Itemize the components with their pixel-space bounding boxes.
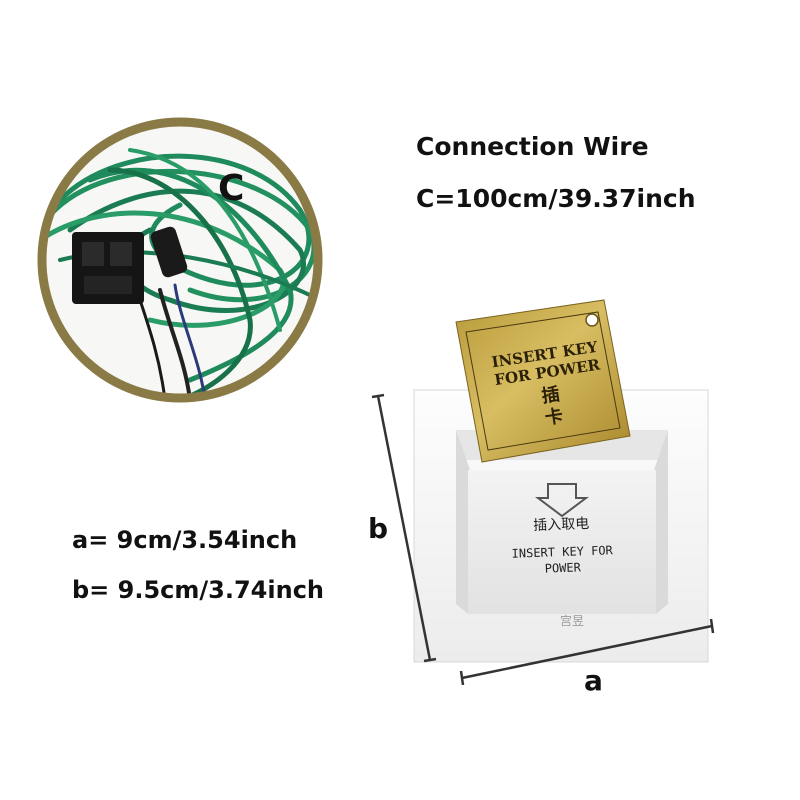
dimension-a-line <box>461 624 713 680</box>
connection-wire-length: C=100cm/39.37inch <box>416 184 696 213</box>
dimension-a-label: a <box>584 664 603 697</box>
card-hole-icon <box>585 313 599 327</box>
connection-wire-title: Connection Wire <box>416 132 649 161</box>
dimension-b-label: b <box>368 512 389 545</box>
switch-face <box>468 470 656 614</box>
cable-detail-circle <box>37 117 323 403</box>
dimension-b-spec: b= 9.5cm/3.74inch <box>72 576 324 604</box>
gold-key-card <box>455 299 631 463</box>
dimension-b-line <box>376 395 432 661</box>
brand-mark: 宫昱 <box>560 614 585 628</box>
switch-face-text: 插入取电 INSERT KEY FOR POWER <box>469 513 655 579</box>
key-card-switch <box>413 299 709 663</box>
down-arrow-icon <box>535 483 589 518</box>
dimension-lines <box>371 393 715 686</box>
circle-label-c: C <box>218 168 245 209</box>
dimension-a-spec: a= 9cm/3.54inch <box>72 526 298 554</box>
green-wire-coil-icon <box>42 148 318 398</box>
